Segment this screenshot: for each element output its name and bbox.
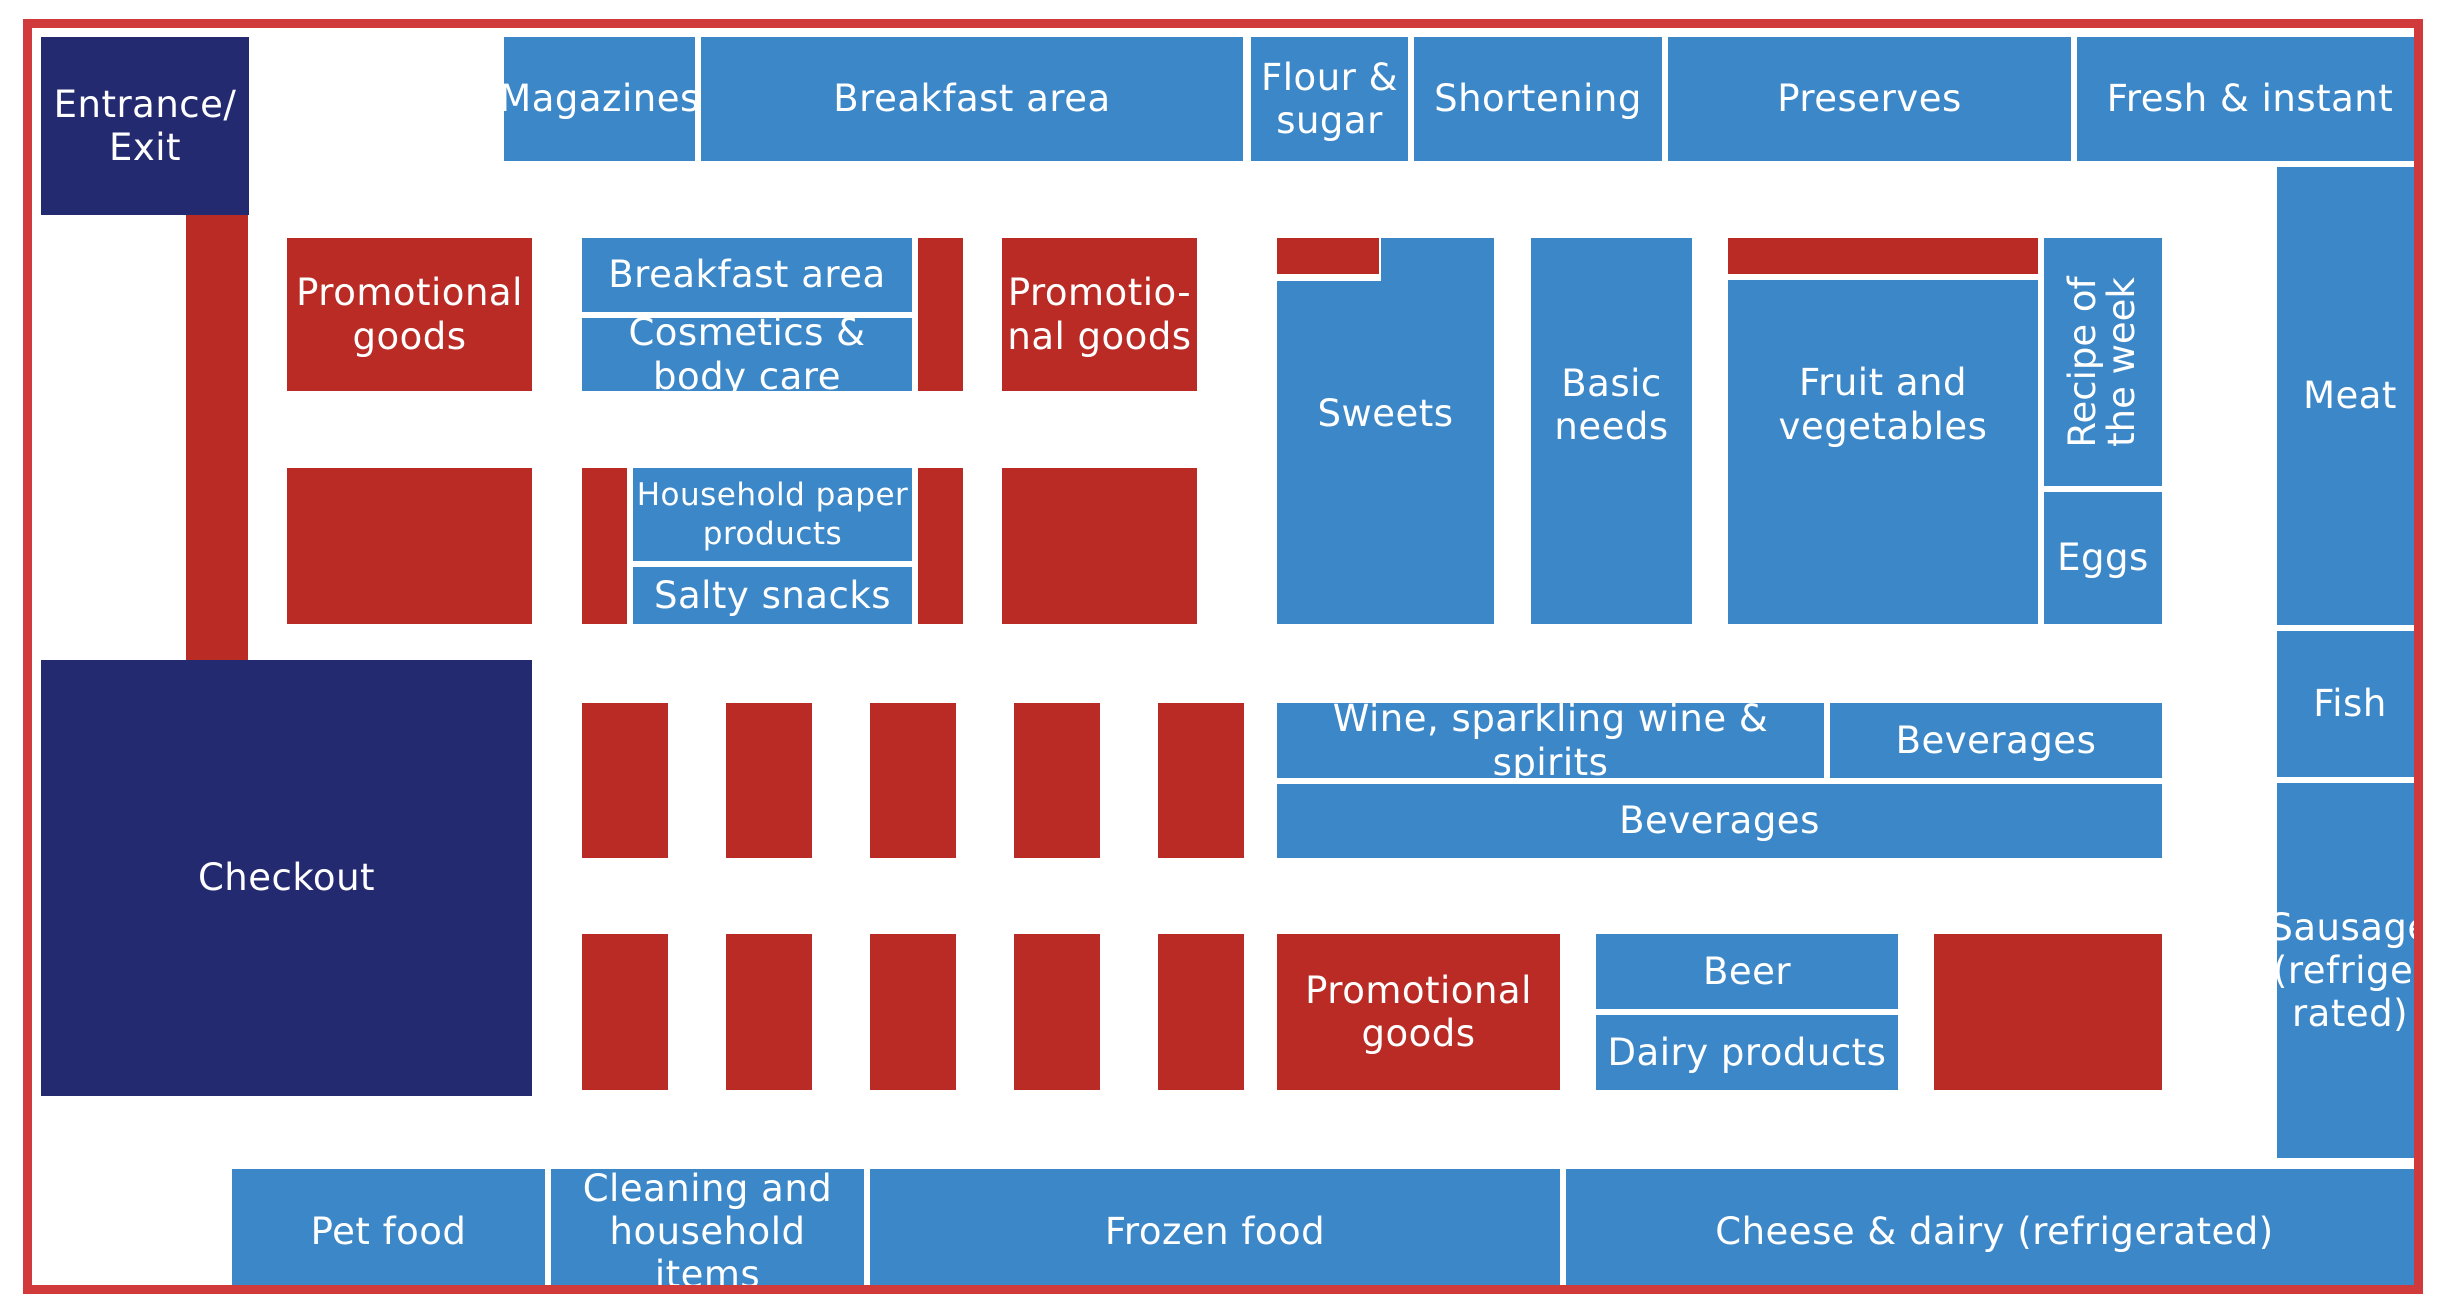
dairy-products-section: Dairy products [1596,1015,1898,1090]
cosmetics-label: Cosmetics & body care [628,311,866,398]
promo-bin [870,934,956,1090]
checkout-area: Checkout [41,660,532,1096]
salty-snacks-section: Salty snacks [633,567,912,624]
sweets-label: Sweets [1317,392,1454,436]
promo-bin [726,703,812,858]
entrance-exit: Entrance/ Exit [41,37,249,215]
shortening-section: Shortening [1414,37,1662,161]
promo-bin [726,934,812,1090]
salty-snacks-label: Salty snacks [653,573,892,617]
cleaning-household-label: Cleaning and household items [582,1166,833,1294]
wine-spirits-label: Wine, sparkling wine & spirits [1332,697,1769,784]
breakfast-area-top-label: Breakfast area [833,77,1111,121]
cheese-dairy-label: Cheese & dairy (refrigerated) [1715,1209,2274,1253]
flour-sugar-section: Flour & sugar [1251,37,1408,161]
pet-food-section: Pet food [232,1169,545,1285]
beverages-long-label: Beverages [1619,799,1820,843]
promo-endcap-2 [582,468,627,624]
promo-block-4 [1934,934,2162,1090]
sausage-section: Sausage (refrige- rated) [2269,783,2414,1158]
cosmetics-section: Cosmetics & body care [582,311,912,398]
promo-bin [582,934,668,1090]
household-paper-section: Household paper products [633,468,912,561]
basic-needs-label: Basic needs [1554,361,1669,448]
cleaning-household-section: Cleaning and household items [551,1166,864,1294]
promotional-goods-2: Promotio- nal goods [1002,238,1197,391]
flour-sugar-label: Flour & sugar [1261,55,1398,142]
fruit-vegetables-section: Fruit and vegetables [1728,280,2038,624]
sales-floor: Entrance/ Exit Checkout Magazines Breakf… [41,37,2414,1294]
promo-block-2a [287,468,532,624]
promo-goods-1-label: Promotional goods [296,271,523,358]
recipe-of-week-section: Recipe of the week [2044,238,2162,486]
eggs-label: Eggs [2057,536,2149,580]
recipe-of-week-label: Recipe of the week [2061,276,2143,448]
meat-label: Meat [2303,374,2397,418]
preserves-section: Preserves [1668,37,2071,161]
promo-bin [1014,934,1100,1090]
meat-section: Meat [2277,167,2414,625]
breakfast-area-aisle-label: Breakfast area [608,253,886,297]
wine-spirits-section: Wine, sparkling wine & spirits [1277,697,1824,784]
beer-section: Beer [1596,934,1898,1009]
fish-label: Fish [2313,682,2387,726]
beer-label: Beer [1702,949,1792,993]
frozen-food-label: Frozen food [1104,1209,1326,1253]
promo-endcap-3 [918,468,963,624]
basic-needs-section: Basic needs [1531,238,1692,624]
checkout-label: Checkout [197,856,376,900]
fruit-veg-promo-strip [1728,238,2038,274]
fruit-vegetables-label: Fruit and vegetables [1778,361,1988,448]
beverages-short-section: Beverages [1830,703,2162,778]
breakfast-area-aisle-section: Breakfast area [582,238,912,312]
pet-food-label: Pet food [310,1209,467,1253]
frozen-food-section: Frozen food [870,1169,1560,1285]
promotional-goods-1: Promotional goods [287,238,532,391]
promotional-goods-3: Promotional goods [1277,934,1560,1090]
fresh-instant-section: Fresh & instant [2077,37,2414,161]
sweets-promo-strip [1277,238,1379,274]
store-floor-plan: Entrance/ Exit Checkout Magazines Breakf… [23,19,2423,1294]
sweets-section: Sweets [1277,238,1494,624]
magazines-section: Magazines [499,37,699,161]
entrance-promo-strip [186,215,248,660]
promo-bin [1158,703,1244,858]
fresh-instant-label: Fresh & instant [2106,77,2394,121]
promo-block-2b [1002,468,1197,624]
eggs-section: Eggs [2044,492,2162,624]
cheese-dairy-section: Cheese & dairy (refrigerated) [1566,1169,2414,1285]
sausage-label: Sausage (refrige- rated) [2269,905,2423,1036]
fish-section: Fish [2277,631,2414,777]
promo-goods-3-label: Promotional goods [1305,968,1532,1055]
dairy-products-label: Dairy products [1607,1030,1887,1074]
shortening-label: Shortening [1434,77,1642,121]
entrance-exit-label: Entrance/ Exit [53,82,237,169]
promo-bin [582,703,668,858]
household-paper-label: Household paper products [636,476,909,552]
promo-bin [1158,934,1244,1090]
preserves-label: Preserves [1777,77,1962,121]
beverages-long-section: Beverages [1277,784,2162,858]
promo-goods-2-label: Promotio- nal goods [1007,271,1192,358]
beverages-short-label: Beverages [1895,718,2097,762]
breakfast-area-top-section: Breakfast area [701,37,1243,161]
promo-endcap-1 [918,238,963,391]
promo-bin [870,703,956,858]
promo-bin [1014,703,1100,858]
magazines-label: Magazines [499,77,700,121]
